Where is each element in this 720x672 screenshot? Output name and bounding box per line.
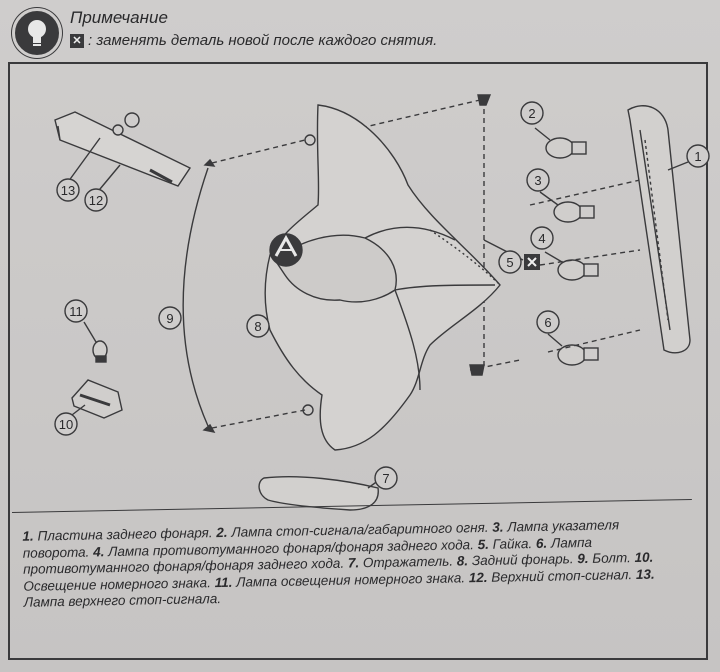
callout-3: 3 [526, 168, 550, 192]
note-text: : заменять деталь новой после каждого сн… [88, 32, 438, 49]
bulb-6 [547, 333, 599, 366]
svg-text:5: 5 [506, 255, 513, 270]
callout-12: 12 [84, 188, 108, 212]
svg-text:4: 4 [538, 231, 545, 246]
bolt-upper [203, 139, 306, 167]
bulb-3 [539, 191, 595, 223]
svg-text:2: 2 [528, 106, 535, 121]
rear-combination-lamp [264, 104, 501, 451]
diagram-frame [8, 62, 708, 660]
legend-item: 1. Пластина заднего фонаря. [22, 525, 213, 544]
svg-text:1: 1 [694, 149, 701, 164]
legend-item: 8. Задний фонарь. [456, 551, 574, 569]
parts-legend: 1. Пластина заднего фонаря. 2. Лампа сто… [12, 498, 695, 648]
license-bulb [83, 321, 108, 363]
legend-item: 11. Лампа освещения номерного знака. [214, 569, 466, 590]
callout-10: 10 [54, 412, 78, 436]
x-mark-icon [524, 254, 540, 270]
callout-5: 5 [498, 250, 522, 274]
bolt-lower [202, 409, 306, 433]
lightbulb-icon [12, 8, 62, 58]
bulb-4 [544, 251, 599, 281]
svg-text:3: 3 [534, 173, 541, 188]
callout-1: 1 [686, 144, 710, 168]
svg-text:10: 10 [59, 417, 73, 432]
svg-text:13: 13 [61, 183, 75, 198]
note-block: Примечание ✕ : заменять деталь новой пос… [8, 4, 708, 58]
note-title: Примечание [70, 8, 168, 27]
callout-9: 9 [158, 306, 182, 330]
rear-lamp-plate [627, 105, 691, 354]
callout-7: 7 [374, 466, 398, 490]
svg-text:8: 8 [254, 319, 261, 334]
svg-text:7: 7 [382, 471, 389, 486]
svg-text:12: 12 [89, 193, 103, 208]
svg-text:9: 9 [166, 311, 173, 326]
exploded-diagram: 1 2 3 4 5 6 7 8 9 10 11 12 13 [54, 94, 710, 511]
callout-8: 8 [246, 314, 270, 338]
callout-4: 4 [530, 226, 554, 250]
legend-item: 12. Верхний стоп-сигнал. [468, 566, 633, 585]
callout-6: 6 [536, 310, 560, 334]
x-mark-icon: ✕ [70, 33, 84, 48]
svg-text:6: 6 [544, 315, 551, 330]
callout-11: 11 [64, 299, 88, 323]
license-plate-lamp [67, 379, 123, 419]
svg-text:11: 11 [69, 304, 83, 319]
callout-2: 2 [520, 101, 544, 125]
bulb-2 [534, 127, 587, 159]
legend-item: 7. Отражатель. [347, 553, 454, 571]
brand-emblem [269, 233, 303, 267]
note-text-line: ✕ : заменять деталь новой после каждого … [70, 32, 437, 49]
legend-item: 9. Болт. [577, 550, 631, 567]
callout-13: 13 [56, 178, 80, 202]
high-mount-stop-lamp [54, 111, 192, 187]
legend-item: 5. Гайка. [477, 535, 533, 552]
reflector [258, 476, 383, 511]
